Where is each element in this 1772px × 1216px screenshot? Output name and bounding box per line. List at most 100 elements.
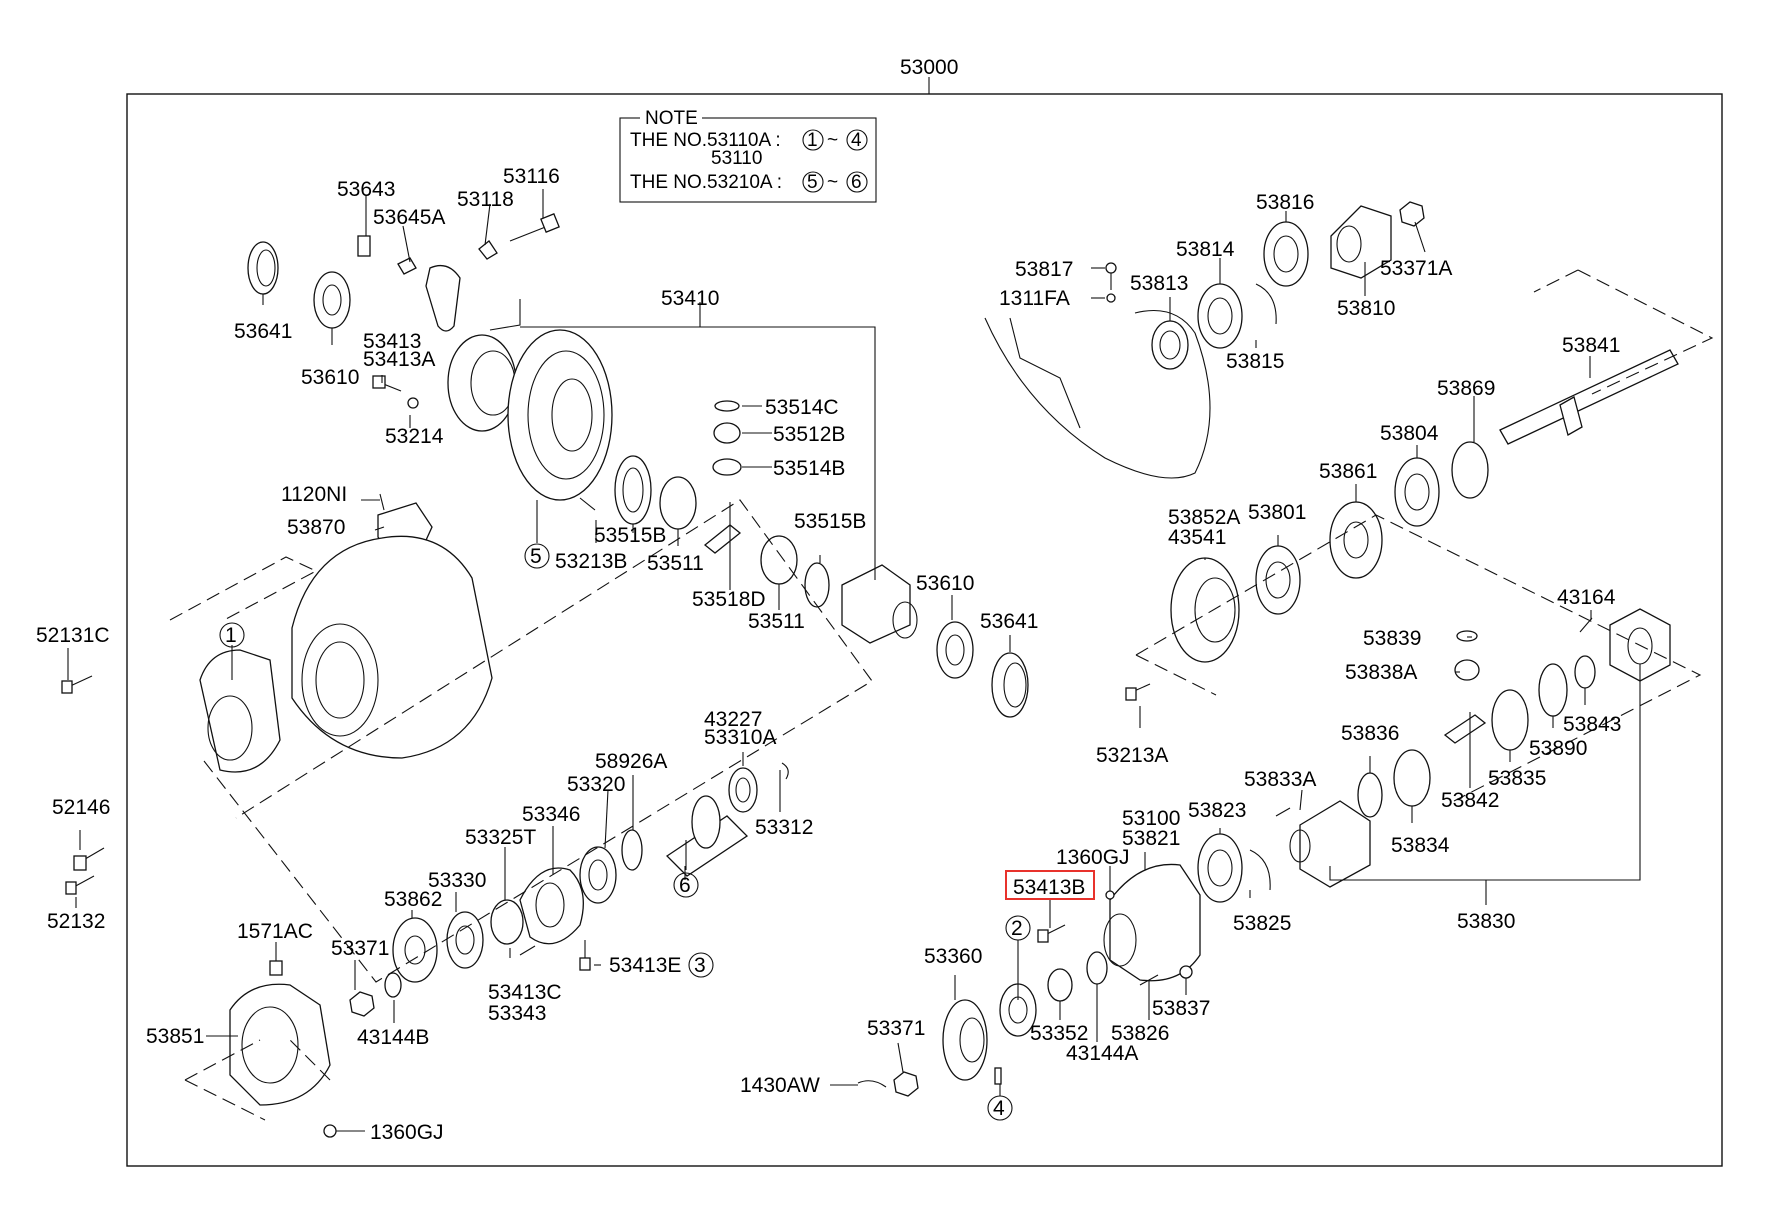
part-label: 53515B: [794, 510, 866, 533]
part-label: 53413E: [609, 954, 681, 977]
part-label: 53310A: [704, 726, 776, 749]
note-line2-from: 5: [807, 172, 818, 193]
part-label: 53841: [1562, 334, 1620, 357]
part-label: 53813: [1130, 272, 1188, 295]
part-label: 53213B: [555, 550, 627, 573]
note-line1-prefix: THE NO.53110A :: [630, 130, 781, 151]
part-label: 43541: [1168, 526, 1226, 549]
callout-3: 3: [694, 954, 706, 977]
highlight-box: [1005, 870, 1095, 900]
part-label: 53518D: [692, 588, 766, 611]
part-label: 53410: [661, 287, 719, 310]
part-label: 53371: [331, 937, 389, 960]
part-label: 53214: [385, 425, 444, 448]
note-heading: NOTE: [645, 108, 698, 129]
note-line1-from: 1: [807, 130, 818, 151]
part-label: 53512B: [773, 423, 845, 446]
callout-5-circle: [524, 543, 550, 569]
part-label: 53213A: [1096, 744, 1168, 767]
part-label: 53801: [1248, 501, 1306, 524]
part-label: 53325T: [465, 826, 536, 849]
note-line2-prefix: THE NO.53210A :: [630, 172, 782, 193]
part-label: 53862: [384, 888, 442, 911]
part-label: 58926A: [595, 750, 667, 773]
part-label: 53815: [1226, 350, 1284, 373]
part-label: 53821: [1122, 827, 1180, 850]
note-box: NOTE NOTE THE NO.53110A : 1 ~ 4 53110 TH…: [619, 108, 877, 203]
callout-5: 5: [530, 545, 542, 568]
part-label: 53610: [301, 366, 359, 389]
dashed-group-outlines: [169, 269, 1714, 1121]
part-label: 53835: [1488, 767, 1546, 790]
part-label: 53861: [1319, 460, 1377, 483]
part-label: 52146: [52, 796, 110, 819]
part-label: 53643: [337, 178, 395, 201]
callout-4-circle: [987, 1095, 1013, 1121]
part-label: 53842: [1441, 789, 1499, 812]
part-label: 53838A: [1345, 661, 1417, 684]
part-label: 53839: [1363, 627, 1421, 650]
note-line1-tilde: ~: [827, 130, 838, 151]
part-label: 53100: [1122, 807, 1180, 830]
part-label: 53371: [867, 1017, 925, 1040]
callout-6: 6: [679, 874, 691, 897]
part-label: 53816: [1256, 191, 1314, 214]
part-label: 53312: [755, 816, 813, 839]
part-label: 52132: [47, 910, 105, 933]
part-label: 53833A: [1244, 768, 1316, 791]
callout-6-circle: [673, 872, 699, 898]
part-label: 53515B: [594, 524, 666, 547]
part-label: 1311FA: [999, 287, 1070, 310]
note-line1-to: 4: [851, 130, 862, 151]
part-label: 53823: [1188, 799, 1246, 822]
part-label: 43144B: [357, 1026, 429, 1049]
part-label: 53852A: [1168, 506, 1240, 529]
assembly-frame: [126, 93, 1723, 1167]
part-label: 53118: [457, 188, 514, 211]
part-label: 53610: [916, 572, 974, 595]
callouts: 1 2 3 4 5 6: [219, 543, 1031, 1121]
note-line2-to: 6: [851, 172, 862, 193]
callout-2: 2: [1011, 917, 1023, 940]
part-label: 53890: [1529, 737, 1587, 760]
part-label: 53413A: [363, 348, 435, 371]
part-drawings: [61, 201, 1679, 1138]
part-label: 53330: [428, 869, 486, 892]
part-label: 53511: [647, 552, 704, 575]
callout-1: 1: [225, 624, 237, 647]
part-label: 53116: [503, 165, 560, 188]
part-label: 53641: [980, 610, 1038, 633]
part-label: 53641: [234, 320, 292, 343]
part-label: 53851: [146, 1025, 204, 1048]
part-label: 53869: [1437, 377, 1495, 400]
callout-3-circle: [688, 952, 714, 978]
part-label: 53320: [567, 773, 625, 796]
part-label: 53843: [1563, 713, 1621, 736]
part-label: 53352: [1030, 1022, 1088, 1045]
part-label: 1360GJ: [1056, 846, 1130, 869]
part-label: 53804: [1380, 422, 1439, 445]
part-label: 53836: [1341, 722, 1399, 745]
part-label: 43227: [704, 708, 762, 731]
part-label: 53413: [363, 330, 421, 353]
part-label: 53817: [1015, 258, 1073, 281]
part-label: 53834: [1391, 834, 1450, 857]
part-label: 53825: [1233, 912, 1291, 935]
part-label: 53514B: [773, 457, 845, 480]
assembly-number: 53000: [900, 56, 958, 79]
part-label: 52131C: [36, 624, 110, 647]
callout-2-circle: [1005, 915, 1031, 941]
part-label: 1571AC: [237, 920, 313, 943]
part-label: 1360GJ: [370, 1121, 444, 1144]
part-label: 53645A: [373, 206, 445, 229]
part-label: 1430AW: [740, 1074, 820, 1097]
part-label: 53413C: [488, 981, 562, 1004]
part-label: 53837: [1152, 997, 1210, 1020]
part-label: 53810: [1337, 297, 1395, 320]
part-label: 1120NI: [281, 483, 347, 506]
part-label: 53343: [488, 1002, 546, 1025]
part-label: 53814: [1176, 238, 1235, 261]
part-label: 43144A: [1066, 1042, 1138, 1065]
part-label: 43164: [1557, 586, 1616, 609]
